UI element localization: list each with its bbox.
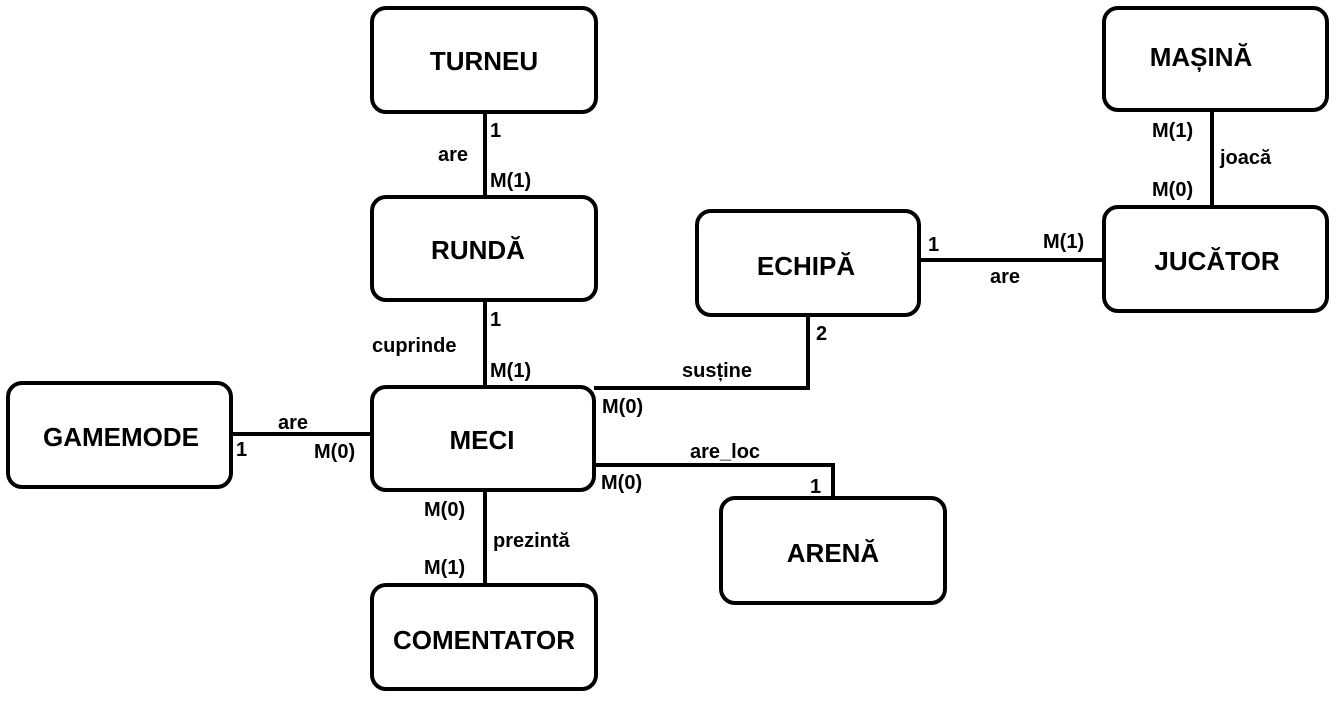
rel-masina-jucator-name: joacă [1219, 147, 1272, 169]
card-gamemode-meci-gamemode: 1 [236, 439, 247, 461]
entity-turneu-label: TURNEU [430, 46, 538, 76]
entity-gamemode-label: GAMEMODE [43, 422, 199, 452]
line-meci-arena [594, 463, 835, 498]
rel-turneu-runda-name: are [438, 144, 468, 166]
rel-meci-arena-name: are_loc [690, 441, 760, 463]
card-meci-comentator-bottom: M(1) [424, 557, 465, 579]
card-meci-comentator-top: M(0) [424, 499, 465, 521]
card-meci-arena-arena: 1 [810, 476, 821, 498]
entity-masina-label: MAȘINĂ [1150, 42, 1253, 72]
entity-comentator: COMENTATOR [370, 583, 598, 691]
card-runda-meci-bottom: M(1) [490, 360, 531, 382]
card-echipa-jucator-jucator: M(1) [1043, 231, 1084, 253]
rel-meci-comentator-name: prezintă [493, 530, 571, 552]
entity-turneu: TURNEU [370, 6, 598, 114]
card-masina-jucator-masina: M(1) [1152, 120, 1193, 142]
entity-jucator-label: JUCĂTOR [1154, 246, 1279, 276]
card-gamemode-meci-meci: M(0) [314, 441, 355, 463]
rel-gamemode-meci-name: are [278, 412, 308, 434]
card-turneu-runda-top: 1 [490, 120, 501, 142]
entity-masina: MAȘINĂ [1102, 6, 1329, 112]
entity-jucator: JUCĂTOR [1102, 205, 1329, 313]
rel-echipa-jucator-name: are [990, 266, 1020, 288]
entity-meci-label: MECI [450, 425, 515, 455]
entity-arena: ARENĂ [719, 496, 947, 605]
entity-arena-label: ARENĂ [787, 538, 880, 568]
entity-gamemode: GAMEMODE [6, 381, 233, 489]
card-echipa-jucator-echipa: 1 [928, 234, 939, 256]
entity-echipa-label: ECHIPĂ [757, 251, 855, 281]
line-meci-echipa [594, 315, 810, 390]
rel-runda-meci-name: cuprinde [372, 335, 456, 357]
entity-comentator-label: COMENTATOR [393, 625, 575, 655]
entity-runda-label: RUNDĂ [431, 235, 525, 265]
rel-meci-echipa-name: susține [682, 360, 752, 382]
card-meci-arena-meci: M(0) [601, 472, 642, 494]
card-meci-echipa-meci: M(0) [602, 396, 643, 418]
entity-runda: RUNDĂ [370, 195, 598, 302]
entity-meci: MECI [370, 385, 596, 492]
card-masina-jucator-jucator: M(0) [1152, 179, 1193, 201]
card-meci-echipa-echipa: 2 [816, 323, 827, 345]
card-runda-meci-top: 1 [490, 309, 501, 331]
entity-echipa: ECHIPĂ [695, 209, 921, 317]
card-turneu-runda-bottom: M(1) [490, 170, 531, 192]
